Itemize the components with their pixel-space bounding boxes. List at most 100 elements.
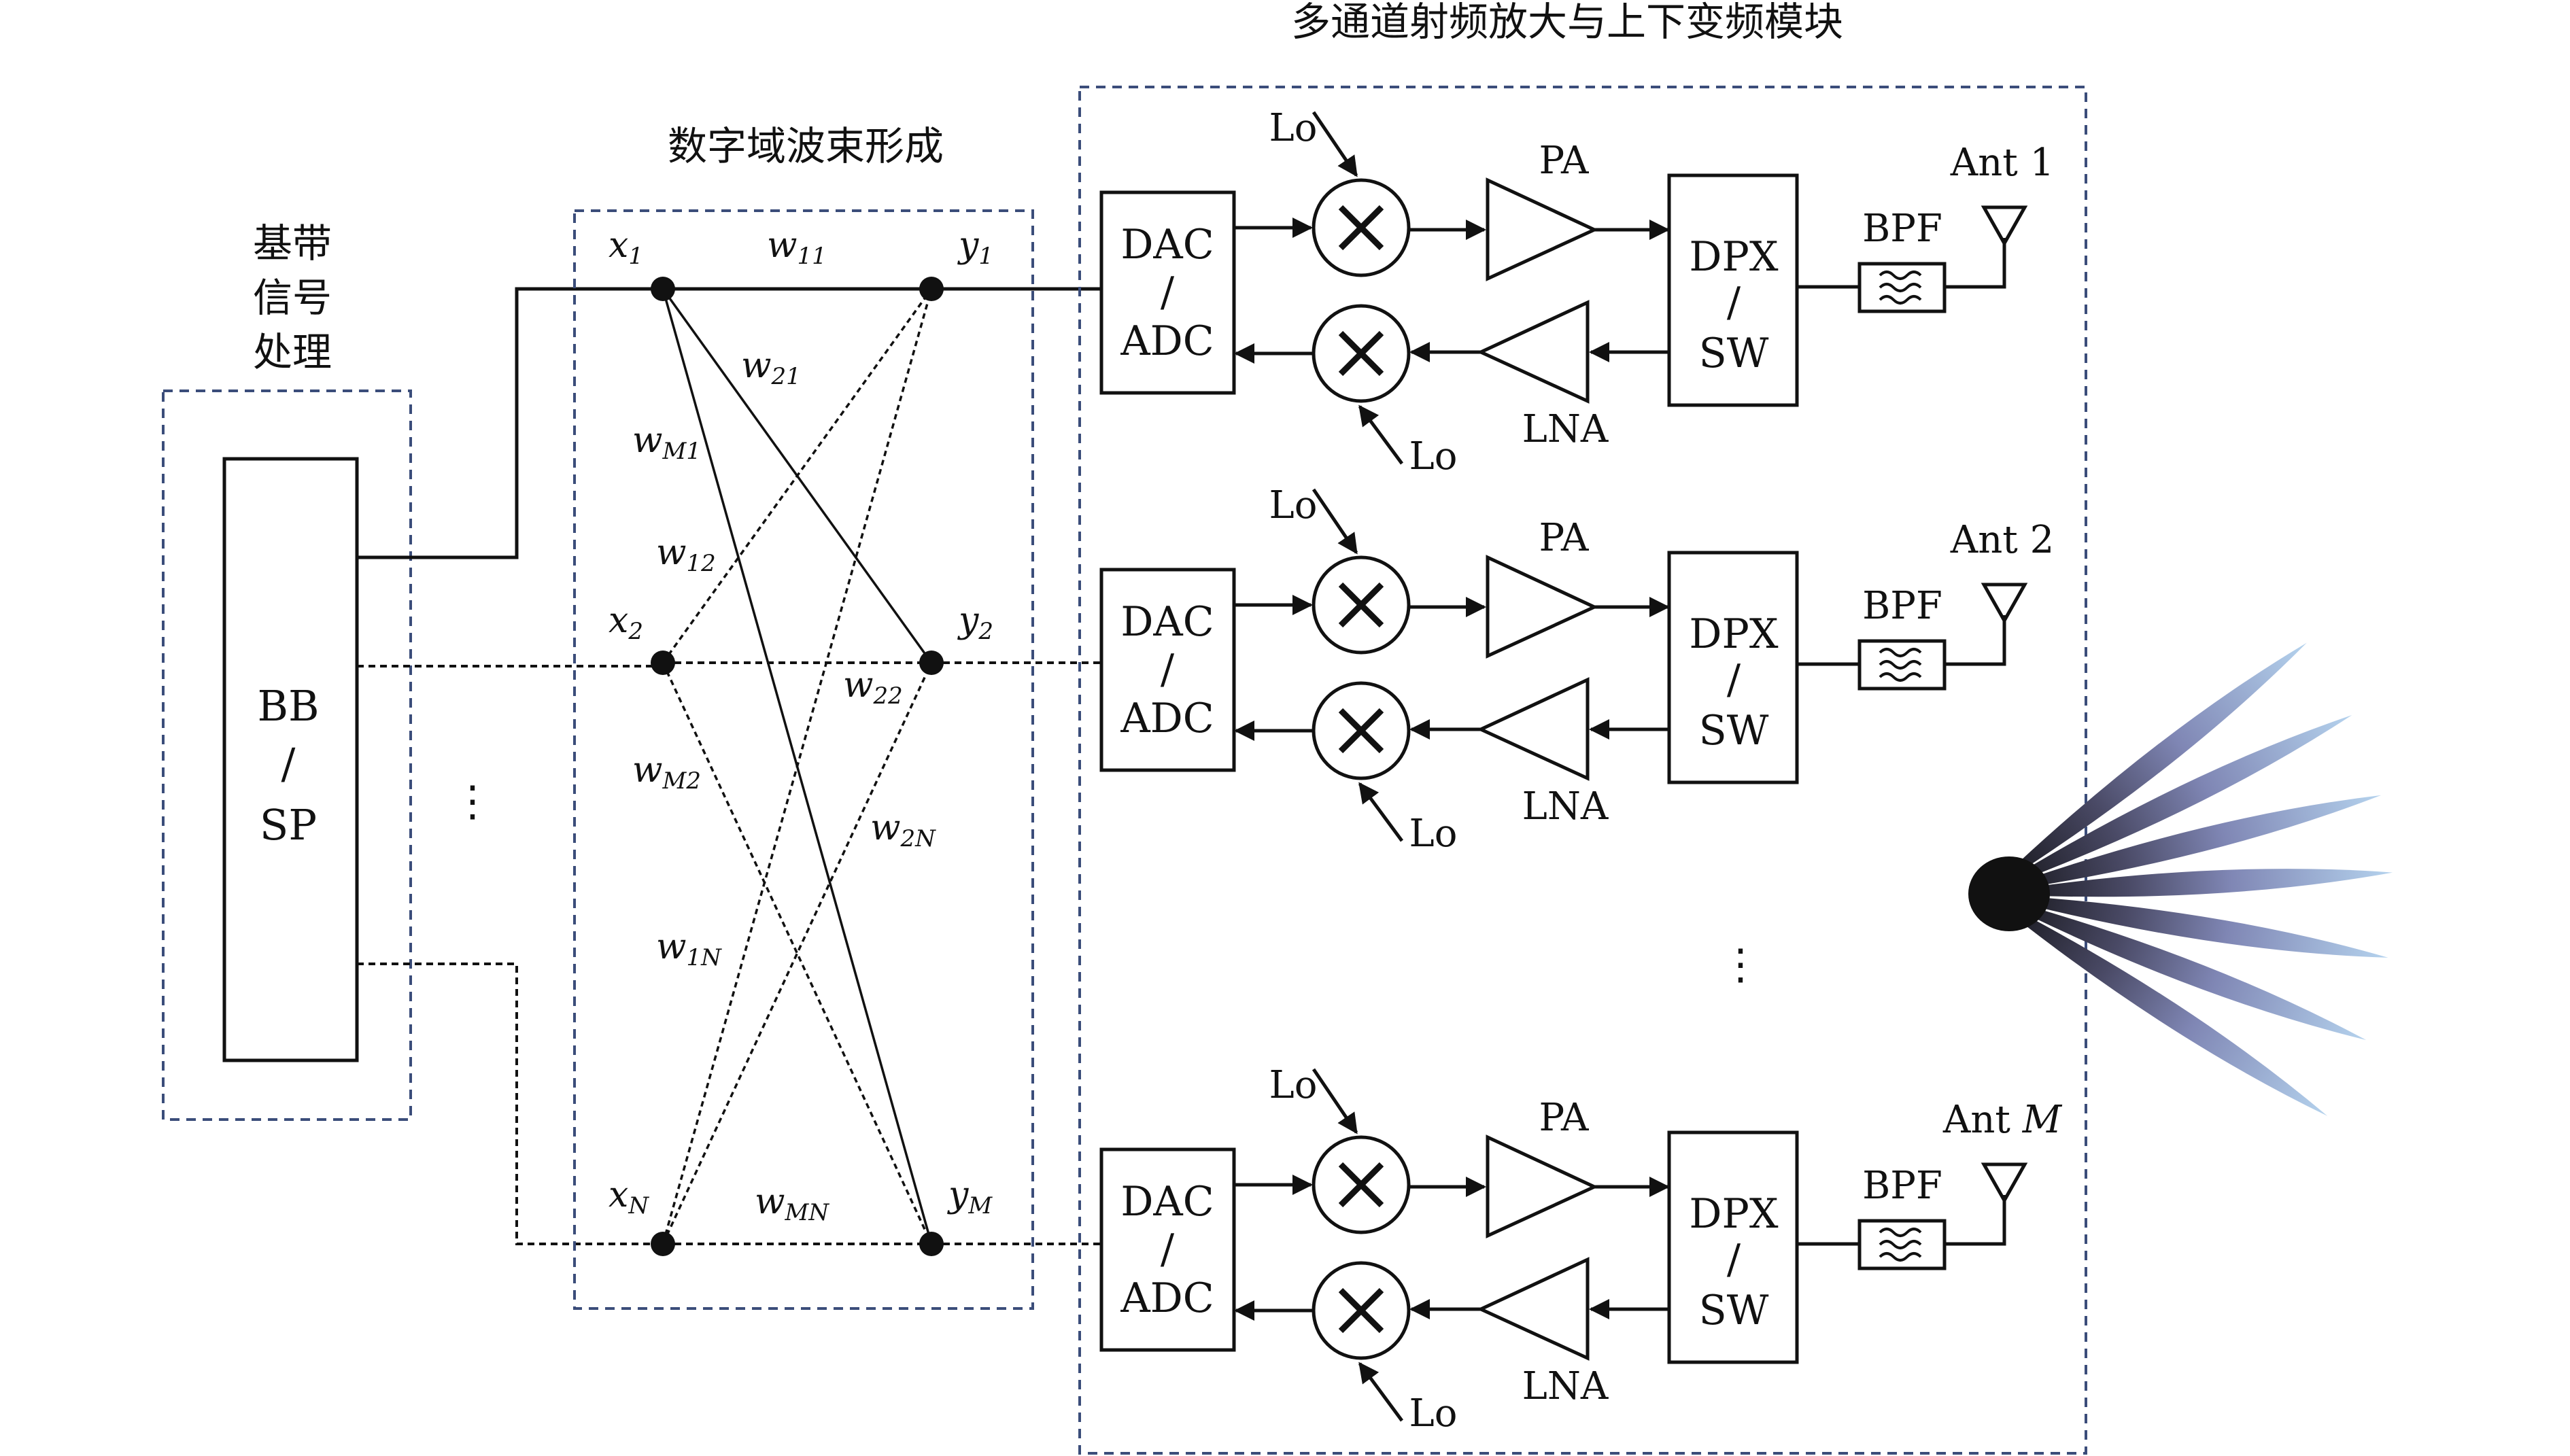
- lna-label: LNA: [1522, 784, 1609, 829]
- bb-title-line1: 基带: [253, 220, 332, 266]
- dac-adc-slash: /: [1161, 646, 1175, 693]
- lo-rx-label: Lo: [1409, 812, 1458, 856]
- dac-label: DAC: [1120, 598, 1214, 646]
- pa-label: PA: [1539, 516, 1590, 560]
- beam-lobe-4: [1985, 869, 2393, 897]
- dpx-sw-slash: /: [1727, 656, 1741, 704]
- sw-label: SW: [1699, 1287, 1769, 1334]
- edge-w2N: [662, 662, 933, 1245]
- dpx-sw-block: [1667, 1130, 1799, 1364]
- tx-mixer-icon: [1312, 178, 1411, 277]
- rf-ellipsis: ⋮: [1719, 939, 1762, 989]
- antenna-label: Ant M: [1942, 1098, 2063, 1142]
- rx-mixer-icon: [1312, 304, 1411, 403]
- pa-amplifier-icon: [1486, 1134, 1598, 1238]
- beam-origin: [1968, 856, 2050, 931]
- rx-mixer-icon: [1312, 1261, 1411, 1360]
- bb-label: BB: [257, 681, 319, 731]
- lo-rx-label: Lo: [1409, 434, 1458, 479]
- beam-lobe-7: [1985, 894, 2328, 1116]
- rx-mixer-icon: [1312, 681, 1411, 780]
- dpx-sw-block: [1667, 551, 1799, 784]
- lna-amplifier-icon: [1477, 300, 1590, 404]
- beam-lobe-3: [1985, 795, 2382, 894]
- bb-title-line3: 处理: [253, 329, 332, 375]
- wire-xN: [357, 963, 663, 1245]
- label-x1: x1: [609, 225, 643, 270]
- bpf-label: BPF: [1862, 207, 1942, 251]
- lna-label: LNA: [1522, 1364, 1609, 1408]
- lo-tx-label: Lo: [1269, 1063, 1318, 1107]
- label-y2: y2: [957, 600, 993, 645]
- tx-mixer-icon: [1312, 555, 1411, 655]
- label-wMN: wMN: [755, 1181, 829, 1226]
- pa-amplifier-icon: [1486, 555, 1598, 659]
- rf-title: 多通道射频放大与上下变频模块: [1291, 0, 1843, 45]
- bb-sp-block: [222, 457, 359, 1062]
- adc-label: ADC: [1120, 317, 1214, 365]
- antenna-icon: [1981, 1162, 2028, 1204]
- label-w1N: w1N: [656, 926, 722, 971]
- lo-tx-label: Lo: [1269, 483, 1318, 527]
- beam-lobe-1: [1985, 642, 2307, 894]
- pa-label: PA: [1539, 1096, 1590, 1140]
- bb-ellipsis: ⋮: [451, 776, 494, 826]
- antenna-icon: [1981, 583, 2028, 625]
- edge-wM2: [662, 662, 933, 1245]
- dac-adc-slash: /: [1161, 268, 1175, 316]
- lo-rx-label: Lo: [1409, 1391, 1458, 1436]
- label-w11: w11: [767, 225, 827, 270]
- adc-label: ADC: [1120, 1275, 1214, 1322]
- sp-label: SP: [260, 800, 317, 850]
- label-y1: y1: [957, 225, 993, 270]
- label-x2: x2: [609, 600, 643, 645]
- sw-label: SW: [1699, 330, 1769, 377]
- beam-lobe-2: [1985, 714, 2352, 894]
- dac-adc-slash: /: [1161, 1226, 1175, 1273]
- label-wM2: wM2: [632, 750, 701, 795]
- lo-tx-label: Lo: [1269, 106, 1318, 150]
- dpx-label: DPX: [1689, 233, 1778, 281]
- dpx-label: DPX: [1689, 610, 1778, 658]
- bb-title-line2: 信号: [253, 275, 332, 321]
- lna-amplifier-icon: [1477, 677, 1590, 781]
- dac-adc-block: [1099, 190, 1236, 395]
- sw-label: SW: [1699, 707, 1769, 755]
- label-wM1: wM1: [632, 420, 701, 465]
- dac-label: DAC: [1120, 221, 1214, 268]
- lna-amplifier-icon: [1477, 1257, 1590, 1361]
- antenna-label: Ant 1: [1950, 141, 2054, 185]
- node-x2: [651, 651, 675, 675]
- tx-mixer-icon: [1312, 1135, 1411, 1234]
- pa-amplifier-icon: [1486, 177, 1598, 281]
- edge-w1N: [662, 288, 933, 1245]
- label-yM: yM: [947, 1175, 993, 1219]
- label-w2N: w2N: [870, 808, 936, 852]
- dac-adc-block: [1099, 568, 1236, 772]
- dpx-sw-slash: /: [1727, 279, 1741, 326]
- beam-lobe-6: [1985, 894, 2367, 1041]
- bb-slash: /: [281, 739, 296, 788]
- edge-w12: [662, 288, 933, 664]
- beam-lobe-5: [1985, 894, 2388, 958]
- label-w22: w22: [843, 665, 903, 710]
- pa-label: PA: [1539, 139, 1590, 183]
- node-x1: [651, 277, 675, 301]
- wire-x1: [357, 287, 663, 559]
- node-xN: [651, 1232, 675, 1256]
- bb-dashed-frame: [162, 389, 412, 1121]
- label-xN: xN: [609, 1175, 649, 1219]
- dpx-label: DPX: [1689, 1190, 1778, 1238]
- label-w21: w21: [741, 345, 801, 390]
- antenna-icon: [1981, 205, 2028, 247]
- dbf-title: 数字域波束形成: [668, 123, 944, 169]
- dpx-sw-slash: /: [1727, 1236, 1741, 1283]
- lna-label: LNA: [1522, 407, 1609, 451]
- adc-label: ADC: [1120, 695, 1214, 742]
- antenna-label: Ant 2: [1950, 518, 2054, 562]
- label-w12: w12: [656, 532, 716, 577]
